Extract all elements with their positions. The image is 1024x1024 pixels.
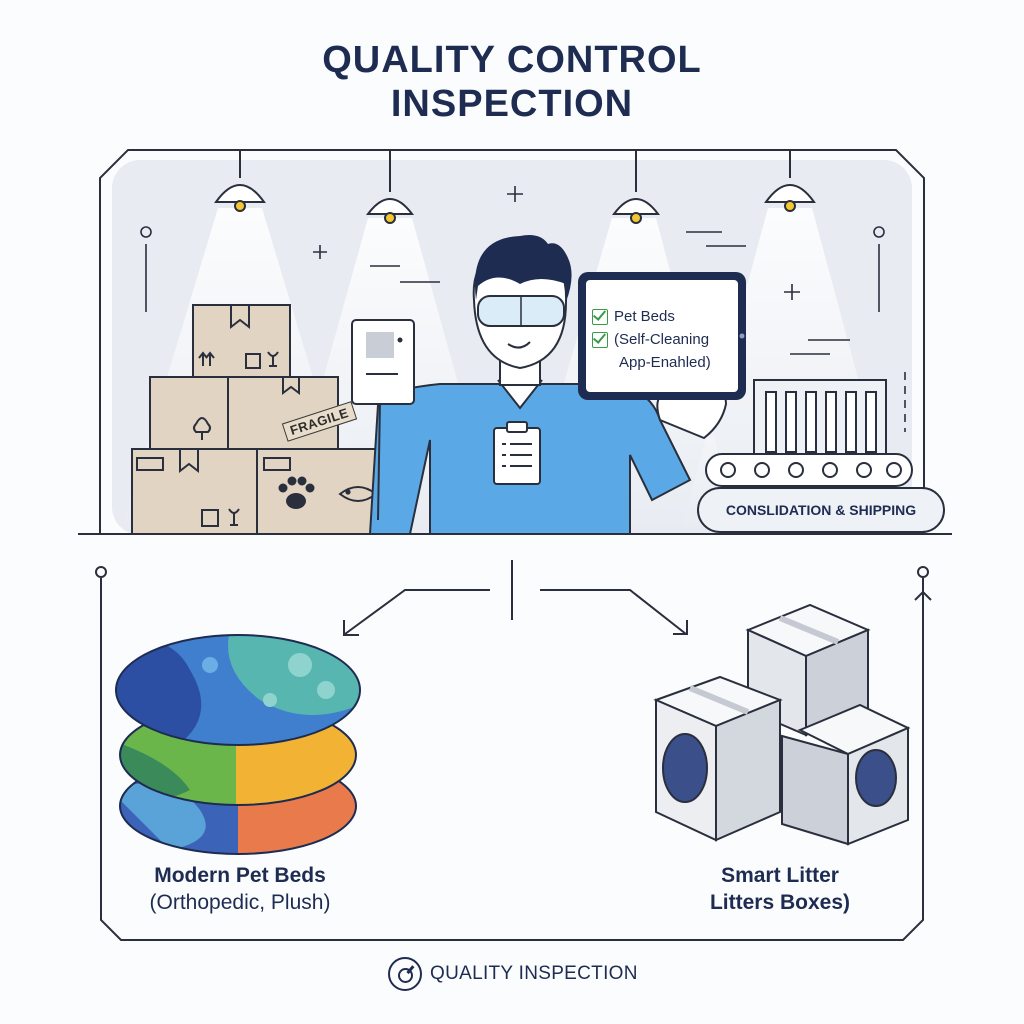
litter-box-cubes	[653, 603, 911, 846]
page-title: QUALITY CONTROL INSPECTION	[0, 38, 1024, 126]
right-product-name: Smart Litter	[721, 864, 839, 887]
right-product-detail: Litters Boxes)	[709, 891, 851, 914]
footer-label: QUALITY INSPECTION	[430, 963, 638, 984]
title-line-1: QUALITY CONTROL	[322, 39, 702, 81]
checklist-item: Pet Beds	[614, 308, 675, 325]
right-product-caption: Smart Litter Litters Boxes)	[680, 862, 880, 916]
lamp-icon	[612, 150, 660, 224]
tablet-checklist: Pet Beds (Self-Cleaning App-Enahled)	[592, 305, 742, 374]
inspection-card	[351, 319, 415, 405]
checklist-row: Pet Beds	[592, 305, 742, 328]
title-line-2: INSPECTION	[390, 83, 634, 125]
magnifier-icon	[388, 957, 422, 991]
checklist-item: App-Enahled)	[619, 354, 711, 371]
box-tape	[688, 615, 840, 715]
paw-print-icon	[278, 476, 315, 509]
lamp-icon	[366, 150, 414, 224]
decorative-lines	[99, 186, 906, 432]
footer-badge: QUALITY INSPECTION	[388, 953, 638, 995]
checklist-row: (Self-Cleaning	[592, 328, 742, 351]
conveyor-icon	[705, 379, 913, 487]
lower-frame	[95, 560, 932, 941]
shipping-label-text: CONSLIDATION & SHIPPING	[725, 502, 917, 518]
left-product-detail: (Orthopedic, Plush)	[149, 891, 331, 914]
lamp-icon	[764, 150, 816, 212]
shipping-label: CONSLIDATION & SHIPPING	[697, 487, 945, 533]
pet-bed-stack	[115, 634, 361, 855]
checkbox-checked-icon	[592, 309, 608, 325]
left-product-name: Modern Pet Beds	[154, 864, 326, 887]
box-markings	[136, 305, 300, 527]
checkbox-checked-icon	[592, 332, 608, 348]
clipboard-icon	[493, 421, 541, 485]
left-product-caption: Modern Pet Beds (Orthopedic, Plush)	[120, 862, 360, 916]
lamp-icon	[214, 150, 266, 212]
checklist-item: (Self-Cleaning	[614, 331, 710, 348]
tablet-icon	[578, 272, 746, 400]
